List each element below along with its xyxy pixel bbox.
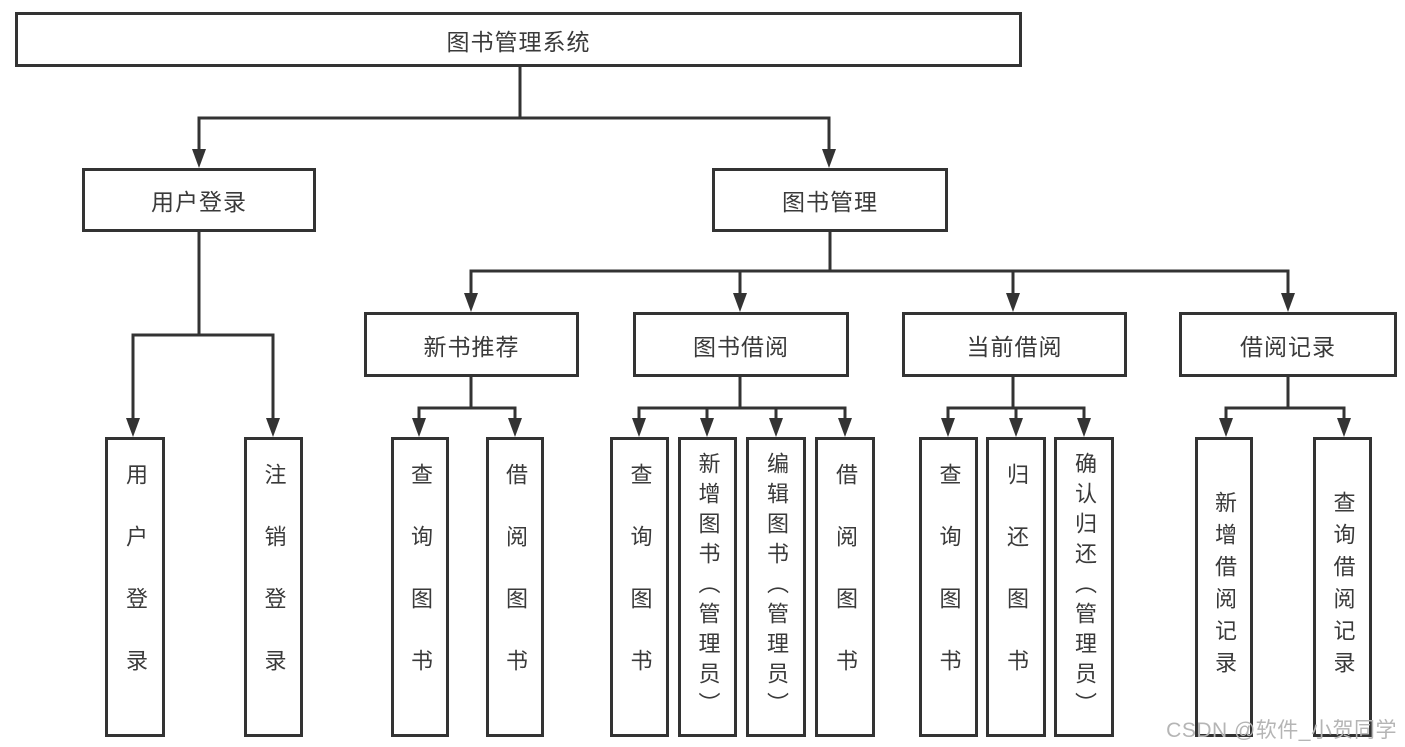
connector-root bbox=[192, 65, 836, 168]
leaf-query-books-borrow: 查询图书 bbox=[610, 437, 669, 737]
node-book-management: 图书管理 bbox=[712, 168, 948, 232]
connector-borrow-records bbox=[1219, 375, 1351, 437]
leaf-confirm-return-admin: 确认归还（管理员） bbox=[1054, 437, 1114, 737]
leaf-return-books: 归还图书 bbox=[986, 437, 1046, 737]
leaf-query-books-current: 查询图书 bbox=[919, 437, 978, 737]
node-new-book-recommend: 新书推荐 bbox=[364, 312, 579, 377]
leaf-query-books-recommend: 查询图书 bbox=[391, 437, 449, 737]
leaf-add-books-admin: 新增图书（管理员） bbox=[678, 437, 737, 737]
connector-new-book bbox=[412, 375, 522, 437]
node-root-system: 图书管理系统 bbox=[15, 12, 1022, 67]
leaf-logout: 注销登录 bbox=[244, 437, 303, 737]
connector-user-login bbox=[126, 230, 280, 437]
leaf-query-borrow-record: 查询借阅记录 bbox=[1313, 437, 1372, 737]
connector-current-borrow bbox=[941, 375, 1091, 437]
node-book-borrow: 图书借阅 bbox=[633, 312, 849, 377]
node-user-login: 用户登录 bbox=[82, 168, 316, 232]
node-current-borrow: 当前借阅 bbox=[902, 312, 1127, 377]
leaf-borrow-books: 借阅图书 bbox=[815, 437, 875, 737]
csdn-watermark: CSDN @软件_小贺同学 bbox=[1166, 719, 1397, 742]
leaf-edit-books-admin: 编辑图书（管理员） bbox=[746, 437, 806, 737]
leaf-user-login: 用户登录 bbox=[105, 437, 165, 737]
node-borrow-records: 借阅记录 bbox=[1179, 312, 1397, 377]
connector-book-management bbox=[464, 230, 1295, 312]
leaf-borrow-books-recommend: 借阅图书 bbox=[486, 437, 544, 737]
leaf-add-borrow-record: 新增借阅记录 bbox=[1195, 437, 1253, 737]
connector-book-borrow bbox=[632, 375, 852, 437]
